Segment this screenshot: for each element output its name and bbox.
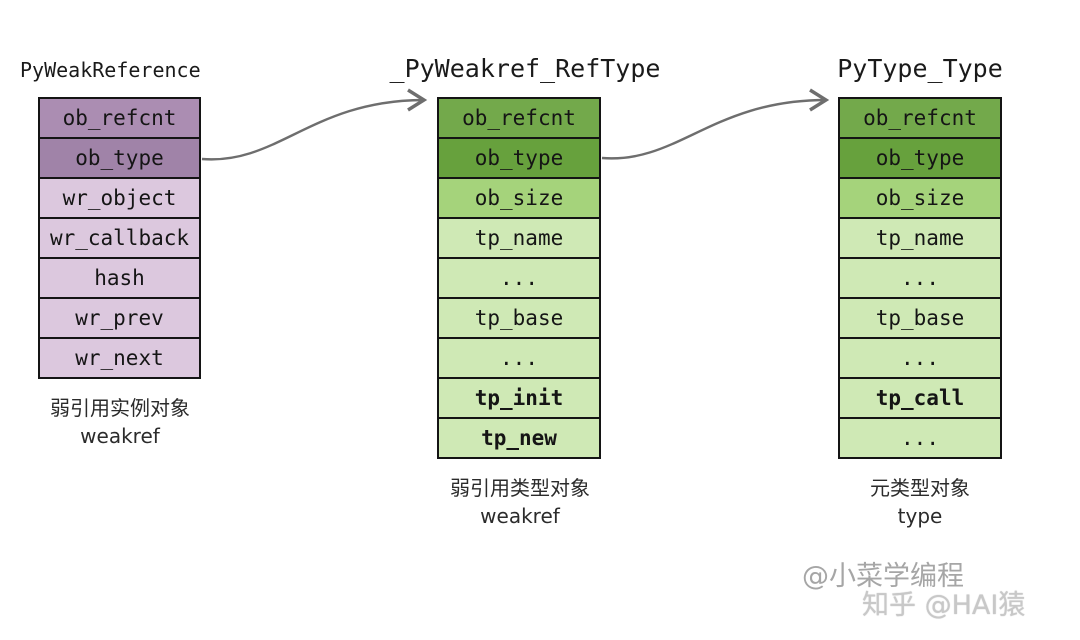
caption-pyweakreference: 弱引用实例对象 weakref [50,394,190,450]
struct-field: tp_new [439,419,599,457]
struct-title-pyweakref-reftype: _PyWeakref_RefType [389,54,661,83]
struct-field: ob_type [840,139,1000,179]
caption-line-en: weakref [480,504,560,528]
struct-field: ob_refcnt [439,99,599,139]
struct-field: tp_name [840,219,1000,259]
struct-field: ob_size [840,179,1000,219]
caption-line-cn: 元类型对象 [870,476,970,500]
struct-field: ... [840,339,1000,379]
struct-field: wr_prev [40,299,199,339]
struct-field: ob_type [40,139,199,179]
struct-table-pyweakref-reftype: ob_refcnt ob_type ob_size tp_name ... tp… [437,97,601,459]
watermark-zhihu: 知乎 @HAI猿 [862,590,1026,621]
caption-pytype-type: 元类型对象 type [870,474,970,530]
struct-field: ... [840,419,1000,457]
struct-field: tp_base [439,299,599,339]
struct-table-pytype-type: ob_refcnt ob_type ob_size tp_name ... tp… [838,97,1002,459]
struct-table-pyweakreference: ob_refcnt ob_type wr_object wr_callback … [38,97,201,379]
caption-pyweakref-reftype: 弱引用类型对象 weakref [450,474,590,530]
caption-line-en: weakref [80,424,160,448]
struct-field: ob_refcnt [40,99,199,139]
struct-field: tp_base [840,299,1000,339]
struct-field: tp_init [439,379,599,419]
struct-field: ob_type [439,139,599,179]
caption-line-en: type [897,504,943,528]
struct-field: ... [439,339,599,379]
struct-field: ... [439,259,599,299]
struct-field: hash [40,259,199,299]
struct-field: wr_object [40,179,199,219]
struct-field: ... [840,259,1000,299]
struct-title-pyweakreference: PyWeakReference [20,58,201,82]
caption-line-cn: 弱引用类型对象 [450,476,590,500]
arrow-weakref-to-reftype [201,88,428,161]
struct-field: tp_call [840,379,1000,419]
struct-field: wr_next [40,339,199,377]
caption-line-cn: 弱引用实例对象 [50,396,190,420]
struct-field: wr_callback [40,219,199,259]
struct-field: tp_name [439,219,599,259]
struct-title-pytype-type: PyType_Type [837,54,1003,83]
watermark-author: @小菜学编程 [802,561,964,592]
struct-field: ob_size [439,179,599,219]
struct-field: ob_refcnt [840,99,1000,139]
arrow-reftype-to-pytype [601,88,830,160]
